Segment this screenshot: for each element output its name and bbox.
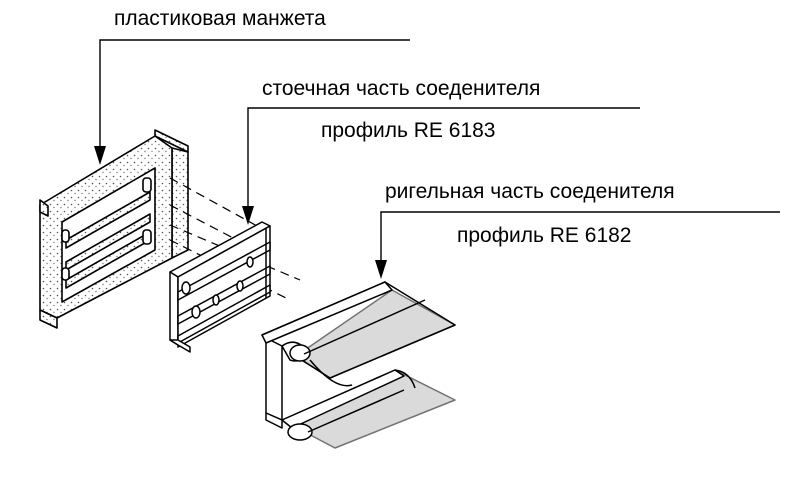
arrow-cuff [94,146,106,165]
leader-arrowheads [94,146,387,279]
label-post-profile: профиль RE 6183 [321,119,496,142]
plastic-cuff [39,129,189,329]
arrow-rail [375,260,387,279]
arrow-post [242,206,254,225]
label-rail-profile: профиль RE 6182 [457,224,632,247]
leader-cuff [99,39,410,150]
leader-rail [380,211,780,264]
rail-connector [261,281,456,449]
post-connector [169,221,271,353]
label-post-connector: стоечная часть соеденителя [262,77,541,100]
leader-post [247,107,640,210]
label-rail-connector: ригельная часть соеденителя [385,180,675,203]
leader-lines [99,39,780,264]
label-plastic-cuff: пластиковая манжета [114,7,326,30]
